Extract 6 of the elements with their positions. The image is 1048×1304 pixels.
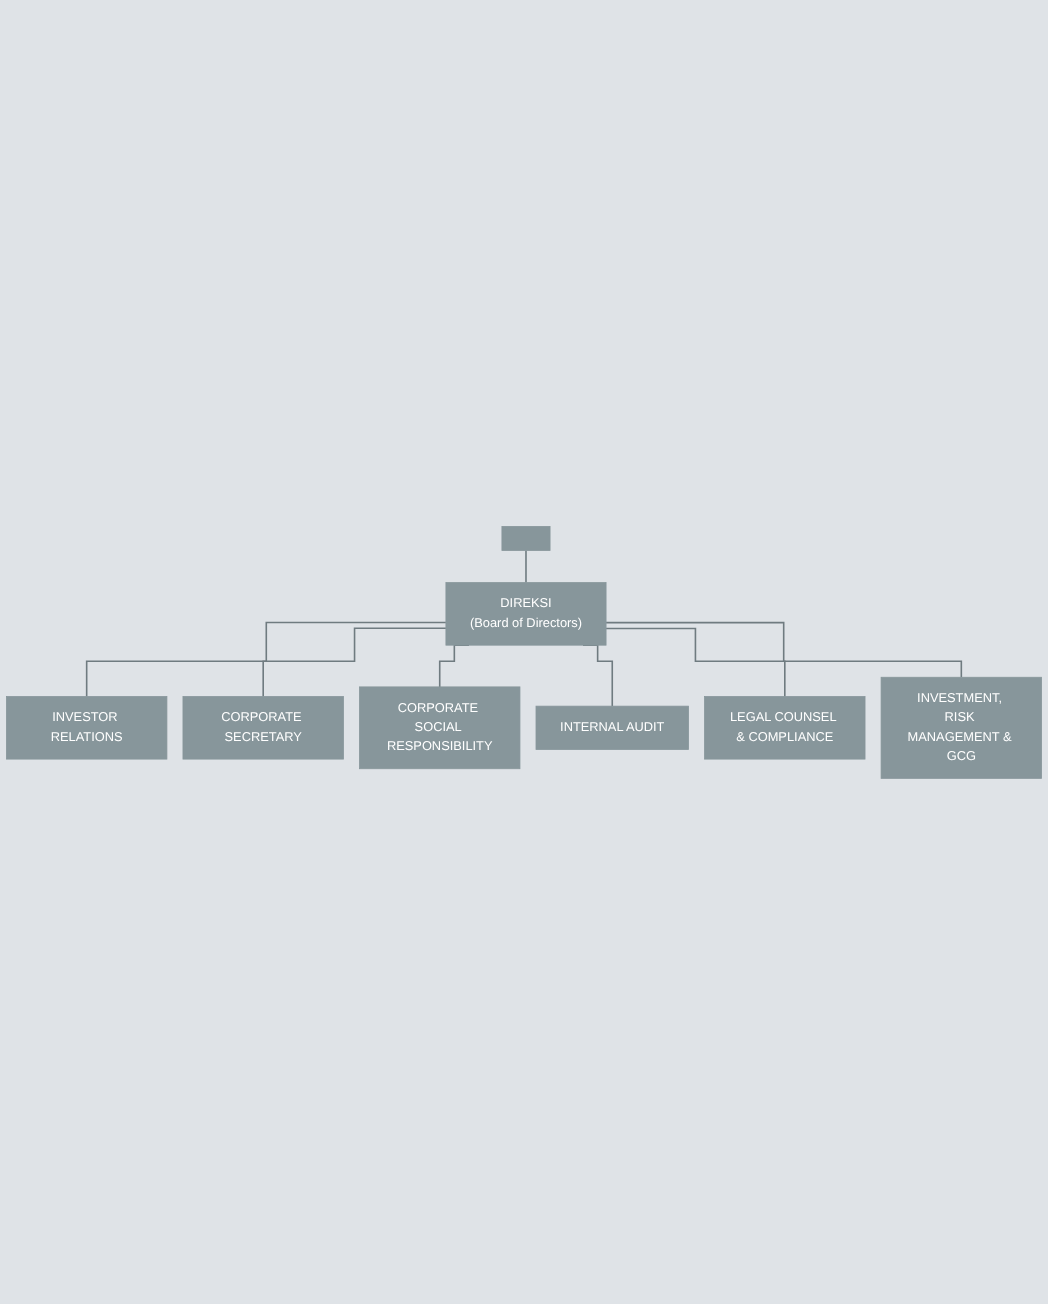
connector (85, 621, 447, 697)
connector (262, 627, 447, 697)
node-box (501, 525, 551, 551)
connector (605, 621, 963, 678)
connector (525, 549, 527, 583)
connector (605, 627, 786, 697)
